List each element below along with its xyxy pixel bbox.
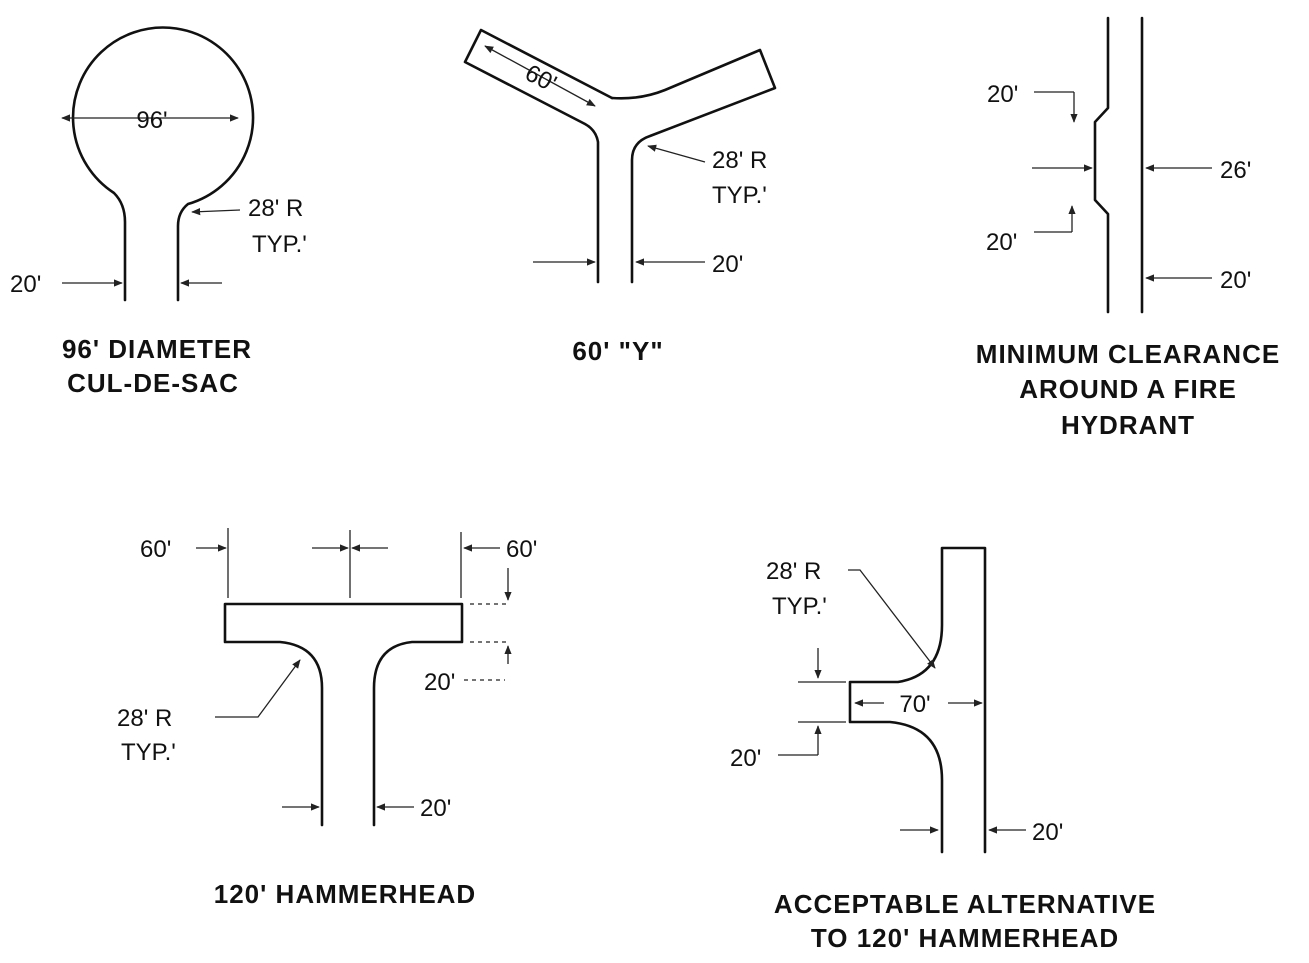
cul-de-sac-caption-line1: 96' DIAMETER xyxy=(62,334,252,364)
radius-label: 28' R xyxy=(248,195,303,222)
alternative-radius-label: 28' R xyxy=(766,558,821,585)
cul-de-sac-caption-line2: CUL-DE-SAC xyxy=(67,368,239,398)
alternative-outline xyxy=(848,546,987,854)
bottom-length-label: 20' xyxy=(986,229,1017,256)
alternative-radius-leader xyxy=(848,569,936,669)
y-radius-label: 28' R xyxy=(712,147,767,174)
hammerhead-radius-typ-label: TYP.' xyxy=(121,739,176,766)
hammerhead-radius-label: 28' R xyxy=(117,705,172,732)
y-right-arm-outline xyxy=(610,48,777,284)
top-length-label: 20' xyxy=(987,81,1018,108)
clear-width-label: 26' xyxy=(1220,157,1251,184)
hammerhead-radius-leader xyxy=(215,659,301,718)
hydrant-left-edge xyxy=(1093,16,1110,314)
diameter-label: 96' xyxy=(136,107,167,134)
width-label: 20' xyxy=(10,271,41,298)
alternative-caption-line2: TO 120' HAMMERHEAD xyxy=(811,923,1119,953)
alternative-caption-line1: ACCEPTABLE ALTERNATIVE xyxy=(774,889,1156,919)
y-radius-leader xyxy=(647,144,706,163)
alternative-figure: 28' R TYP.' 20' 70' 20' ACCEPTABLE ALTER… xyxy=(730,546,1156,953)
arm-width-label: 20' xyxy=(424,669,455,696)
hammerhead-outline xyxy=(223,602,464,827)
alternative-road-width-label: 20' xyxy=(1032,819,1063,846)
hammerhead-figure: 60' 60' 20' 28' R TYP.' 20' 120' HAMMERH… xyxy=(117,528,537,909)
hydrant-figure: 20' 26' 20' 20' MINIMUM CLEARANCE AROUND… xyxy=(976,16,1280,440)
alternative-radius-typ-label: TYP.' xyxy=(772,593,827,620)
left-arm-label: 60' xyxy=(140,536,171,563)
cul-de-sac-figure: 96' 28' R TYP.' 20' 96' DIAMETER CUL-DE-… xyxy=(10,26,307,398)
stem-width-label: 20' xyxy=(420,795,451,822)
y-turnaround-figure: 60' 28' R TYP.' 20' 60' "Y" xyxy=(463,28,777,366)
hydrant-caption-line1: MINIMUM CLEARANCE xyxy=(976,339,1280,369)
right-arm-label: 60' xyxy=(506,536,537,563)
hydrant-caption-line3: HYDRANT xyxy=(1061,410,1195,440)
arm-length-dimension xyxy=(484,45,596,107)
y-caption: 60' "Y" xyxy=(572,336,663,366)
radius-leader xyxy=(191,208,241,216)
y-radius-typ-label: TYP.' xyxy=(712,182,767,209)
hydrant-caption-line2: AROUND A FIRE xyxy=(1019,374,1237,404)
hammerhead-caption: 120' HAMMERHEAD xyxy=(214,879,476,909)
radius-typ-label: TYP.' xyxy=(252,231,307,258)
cul-de-sac-outline xyxy=(71,26,255,302)
arm-length-label: 60' xyxy=(521,60,561,98)
road-width-label: 20' xyxy=(1220,267,1251,294)
spur-length-label: 70' xyxy=(899,691,930,718)
spur-width-label: 20' xyxy=(730,745,761,772)
y-width-label: 20' xyxy=(712,251,743,278)
